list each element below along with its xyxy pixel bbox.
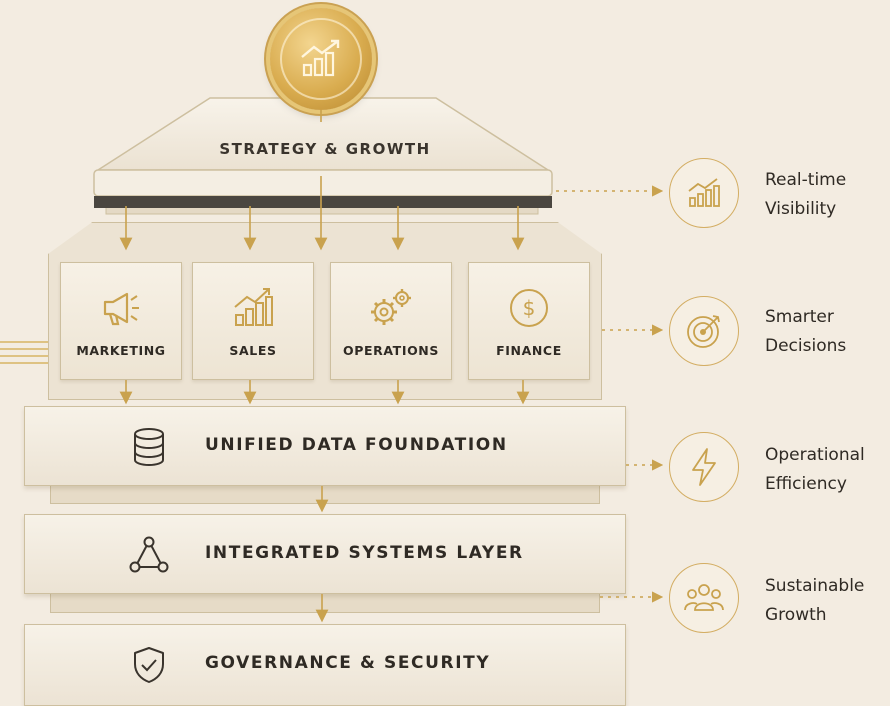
benefit-line: Decisions: [765, 336, 847, 356]
database-icon: [134, 428, 164, 466]
benefit-label: Operational Efficiency: [765, 441, 885, 499]
dept-finance: $ FINANCE: [468, 262, 590, 380]
benefit-label: Real-time Visibility: [765, 166, 885, 224]
svg-text:$: $: [523, 296, 536, 320]
layer-unified-data-foundation: UNIFIED DATA FOUNDATION: [24, 406, 626, 486]
benefit-realtime-visibility: [669, 158, 739, 228]
bar-chart-icon: [234, 288, 273, 326]
lightning-icon: [692, 448, 716, 486]
benefit-line: Real-time: [765, 170, 847, 190]
dept-label: FINANCE: [496, 343, 562, 358]
dept-sales: SALES: [192, 262, 314, 380]
benefit-smarter-decisions: [669, 296, 739, 366]
growth-chart-icon: [688, 178, 720, 207]
layer-label: INTEGRATED SYSTEMS LAYER: [205, 543, 524, 563]
benefit-line: Efficiency: [765, 474, 847, 494]
benefit-line: Visibility: [765, 199, 837, 219]
layer-label: GOVERNANCE & SECURITY: [205, 653, 491, 673]
dept-label: MARKETING: [76, 343, 166, 358]
shield-check-icon: [134, 647, 164, 683]
layer-label: UNIFIED DATA FOUNDATION: [205, 435, 508, 455]
strategy-roof: [93, 97, 553, 215]
network-icon: [129, 536, 169, 573]
dept-label: OPERATIONS: [343, 343, 439, 358]
benefit-operational-efficiency: [669, 432, 739, 502]
benefit-line: Smarter: [765, 307, 834, 327]
benefit-line: Operational: [765, 445, 865, 465]
people-icon: [684, 584, 724, 611]
layer-slab: [50, 591, 600, 613]
layer-integrated-systems: INTEGRATED SYSTEMS LAYER: [24, 514, 626, 594]
benefit-line: Sustainable: [765, 576, 865, 596]
benefit-label: Sustainable Growth: [765, 572, 885, 630]
benefit-label: Smarter Decisions: [765, 303, 885, 361]
roof-title: STRATEGY & GROWTH: [219, 140, 431, 158]
growth-chart-icon: [301, 39, 340, 77]
benefit-line: Growth: [765, 605, 827, 625]
dollar-icon: $: [510, 289, 548, 327]
growth-medallion: [270, 8, 372, 110]
dept-label: SALES: [229, 343, 277, 358]
target-icon: [687, 315, 720, 348]
decorative-lines: [0, 341, 50, 364]
gears-icon: [371, 289, 411, 325]
layer-governance-security: GOVERNANCE & SECURITY: [24, 624, 626, 706]
benefit-sustainable-growth: [669, 563, 739, 633]
megaphone-icon: [103, 292, 139, 326]
dept-operations: OPERATIONS: [330, 262, 452, 380]
dept-marketing: MARKETING: [60, 262, 182, 380]
